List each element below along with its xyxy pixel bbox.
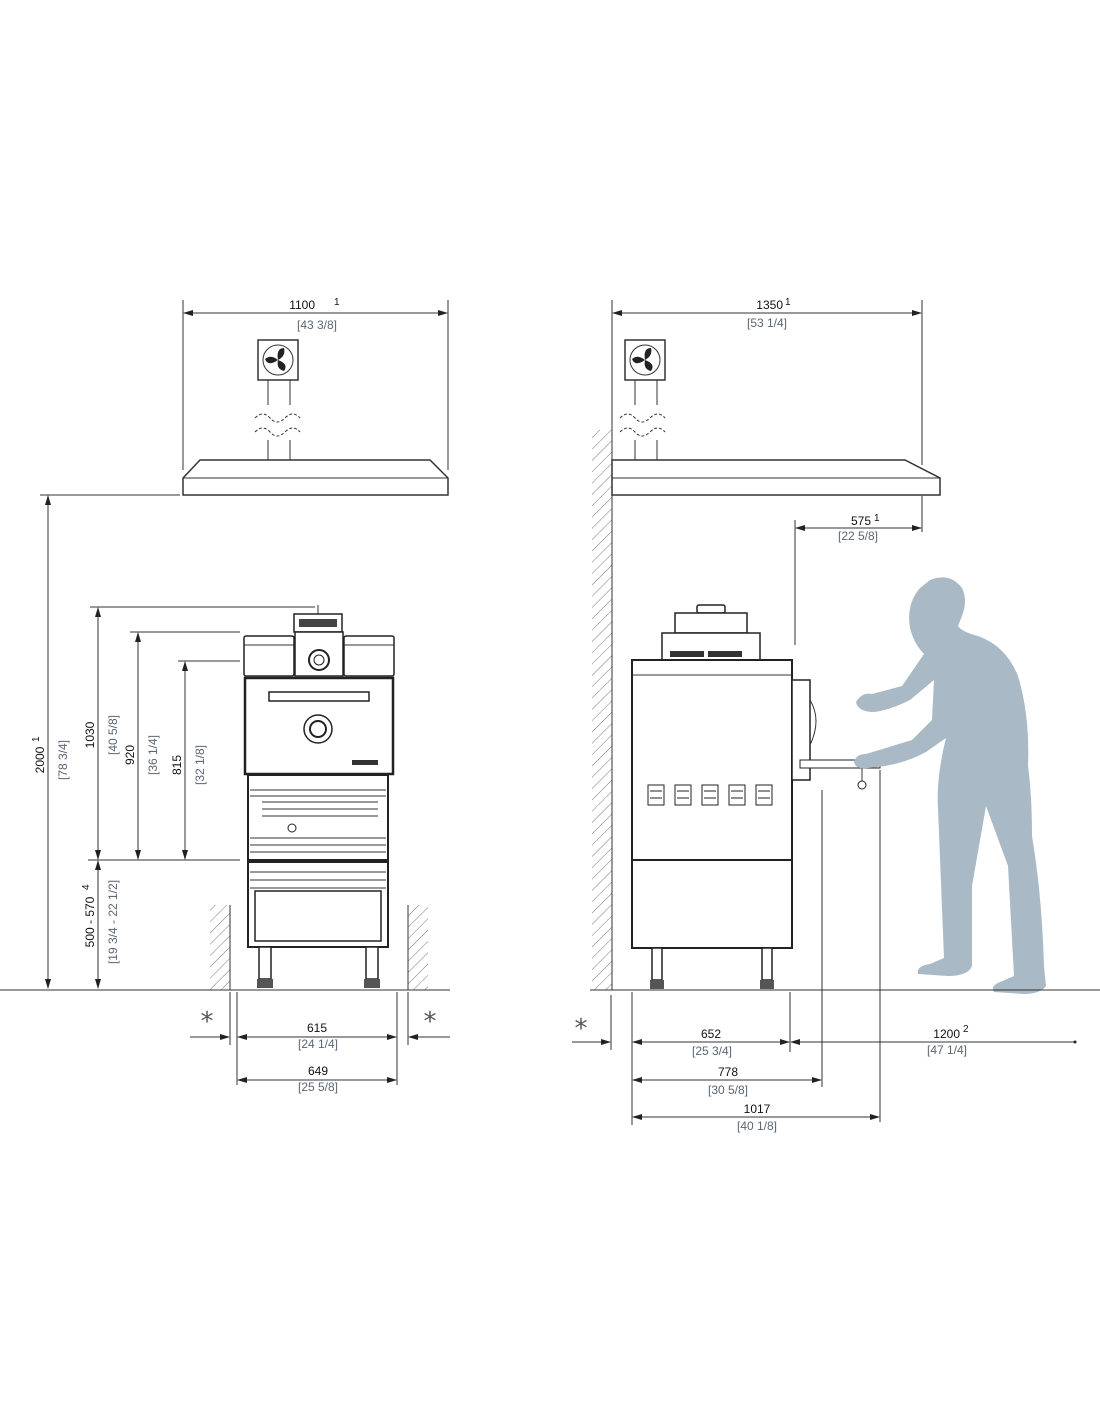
- dimension-imperial: [19 3/4 - 22 1/2]: [106, 880, 120, 964]
- footnote-mark: 1: [334, 297, 340, 308]
- clearance-asterisk-right: *: [424, 1007, 437, 1037]
- dimension-value: 500 - 570: [83, 896, 97, 947]
- dimension-imperial: [40 1/8]: [737, 1119, 777, 1133]
- depth-778-dimension: 778 [30 5/8]: [632, 790, 823, 1097]
- dimension-imperial: [25 3/4]: [692, 1044, 732, 1058]
- front-view: 1100 1 [43 3/8] 2000 1 [78 3/4]: [0, 297, 450, 1094]
- dimension-imperial: [24 1/4]: [298, 1037, 338, 1051]
- footnote-mark: 1: [31, 736, 42, 742]
- footnote-mark: 2: [963, 1024, 969, 1035]
- dimension-value: 652: [701, 1027, 721, 1041]
- dimension-value: 1030: [83, 721, 97, 748]
- extractor-fan-icon: [619, 339, 666, 460]
- dimension-value: 1017: [744, 1102, 771, 1116]
- back-wall: [592, 430, 613, 990]
- dimension-value: 2000: [33, 746, 47, 773]
- dimension-imperial: [30 5/8]: [708, 1083, 748, 1097]
- dimension-value: 615: [307, 1021, 327, 1035]
- hood-depth-dimension: 1350 1 [53 1/4]: [611, 297, 923, 465]
- side-walls: [210, 905, 428, 990]
- dimension-imperial: [47 1/4]: [927, 1043, 967, 1057]
- operator-silhouette: [854, 577, 1046, 994]
- dimension-imperial: [22 5/8]: [838, 529, 878, 543]
- charcoal-oven-side: [631, 604, 881, 989]
- dimension-value: 815: [170, 755, 184, 775]
- extractor-fan-icon: [254, 339, 301, 460]
- charcoal-oven-front: [243, 605, 395, 988]
- footnote-mark: 4: [81, 884, 92, 890]
- dimension-value: 920: [123, 745, 137, 765]
- dimension-value: 575: [851, 514, 871, 528]
- height-1030-dimension: 1030 [40 5/8]: [83, 606, 315, 860]
- dimension-imperial: [32 1/8]: [193, 745, 207, 785]
- width-649-dimension: 649 [25 5/8]: [237, 1064, 397, 1094]
- total-height-dimension: 2000 1 [78 3/4]: [31, 494, 180, 989]
- clearance-asterisk: *: [575, 1014, 588, 1044]
- dimension-imperial: [36 1/4]: [146, 735, 160, 775]
- height-920-dimension: 920 [36 1/4]: [123, 631, 240, 860]
- dimension-imperial: [25 5/8]: [298, 1080, 338, 1094]
- width-615-dimension: * * 615 [24 1/4]: [190, 992, 450, 1085]
- clearance-asterisk-left: *: [201, 1007, 214, 1037]
- dimension-imperial: [78 3/4]: [56, 740, 70, 780]
- hood-width-dimension: 1100 1 [43 3/8]: [182, 297, 449, 470]
- height-815-dimension: 815 [32 1/8]: [170, 660, 240, 860]
- footnote-mark: 1: [874, 513, 880, 524]
- dimension-imperial: [40 5/8]: [106, 715, 120, 755]
- dimension-imperial: [43 3/8]: [297, 318, 337, 332]
- work-space-dimension: 1200 2 [47 1/4]: [790, 1024, 1077, 1057]
- footnote-mark: 1: [785, 297, 791, 308]
- dimension-value: 1350: [756, 298, 783, 312]
- hood-overhang-dimension: 575 1 [22 5/8]: [794, 496, 923, 645]
- stand-height-dimension: 500 - 570 4 [19 3/4 - 22 1/2]: [81, 859, 240, 989]
- dimension-value: 649: [308, 1064, 328, 1078]
- depth-1017-dimension: 1017 [40 1/8]: [632, 770, 881, 1133]
- dimension-value: 778: [718, 1065, 738, 1079]
- dimension-value: 1100: [289, 298, 315, 312]
- dimension-imperial: [53 1/4]: [747, 316, 787, 330]
- dimension-value: 1200: [933, 1027, 960, 1041]
- side-view: 1350 1 [53 1/4] 575 1 [22 5/8]: [572, 297, 1100, 1133]
